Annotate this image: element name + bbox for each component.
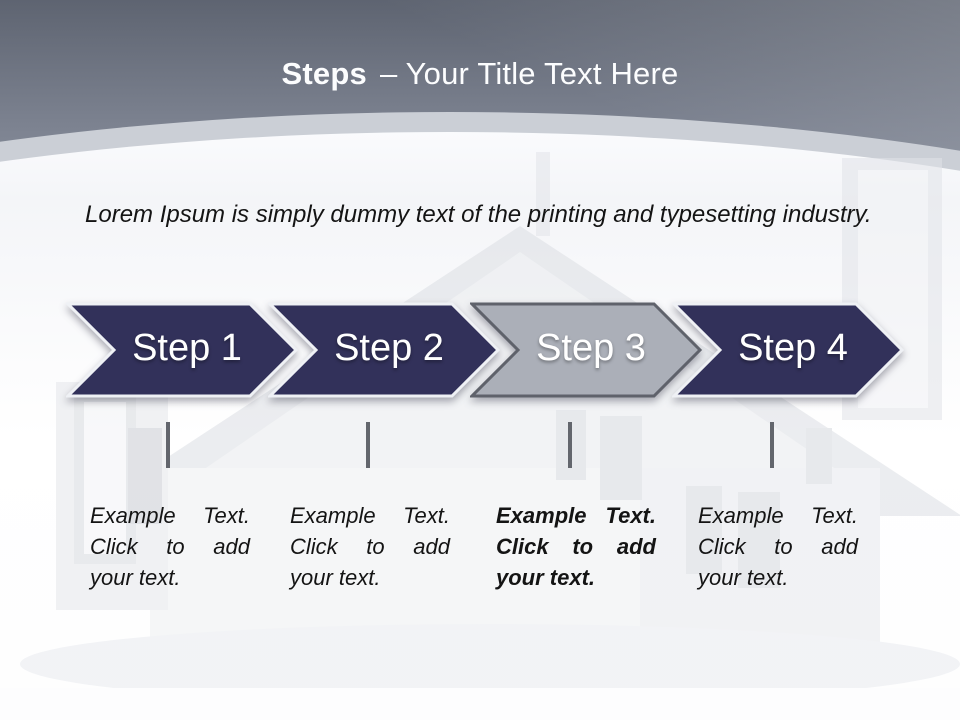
chevron-arrow-shape	[672, 302, 904, 398]
connector-line-2	[366, 422, 370, 468]
chevron-polygon	[268, 302, 500, 398]
step-chevron-4[interactable]: Step 4	[672, 301, 904, 399]
chevron-polygon	[672, 302, 904, 398]
step-chevron-3[interactable]: Step 3	[470, 301, 702, 399]
slide-title-keyword: Steps	[281, 56, 367, 91]
chevron-arrow-shape	[66, 302, 298, 398]
chevron-arrow-shape	[268, 302, 500, 398]
chevron-polygon	[470, 302, 702, 398]
chevron-arrow-shape	[470, 302, 702, 398]
intro-text[interactable]: Lorem Ipsum is simply dummy text of the …	[85, 201, 872, 228]
example-text-2[interactable]: Example Text. Click to add your text.	[290, 503, 450, 590]
example-text-3[interactable]: Example Text. Click to add your text.	[496, 503, 656, 590]
step-chevron-1[interactable]: Step 1	[66, 301, 298, 399]
step-label: Step 3	[536, 327, 646, 369]
connector-line-1	[166, 422, 170, 468]
chevron-polygon	[66, 302, 298, 398]
slide-title-rest: – Your Title Text Here	[379, 56, 679, 91]
step-chevron-2[interactable]: Step 2	[268, 301, 500, 399]
step-label: Step 1	[132, 327, 242, 369]
example-text-1[interactable]: Example Text. Click to add your text.	[90, 503, 250, 590]
slide-title[interactable]: Steps – Your Title Text Here	[0, 56, 960, 92]
step-label: Step 4	[738, 327, 848, 369]
connector-line-4	[770, 422, 774, 468]
step-label: Step 2	[334, 327, 444, 369]
connector-line-3	[568, 422, 572, 468]
example-text-4[interactable]: Example Text. Click to add your text.	[698, 503, 858, 590]
